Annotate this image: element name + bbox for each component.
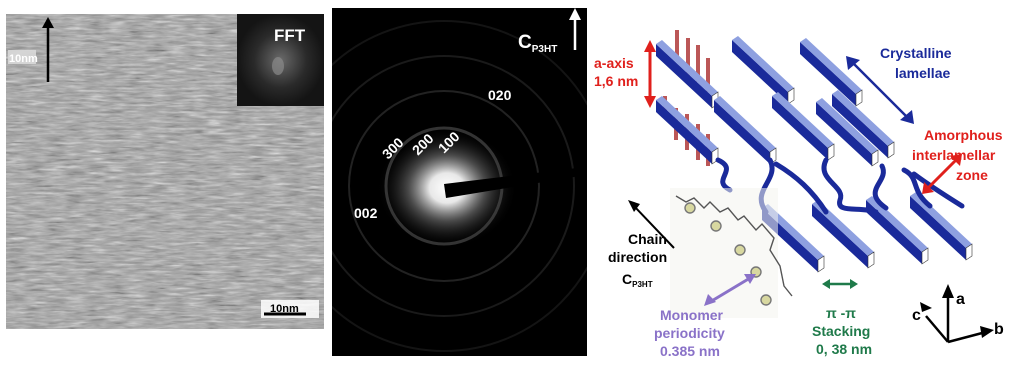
pi-label-2: Stacking [812, 323, 870, 339]
axis-c-label: c [912, 307, 921, 324]
monomer-label-3: 0.385 nm [660, 343, 720, 359]
scale-bar-top-label: 10nm [9, 53, 38, 65]
tem-micrograph: FFT 10nm 10nm [6, 14, 324, 329]
amorphous-label-1: Amorphous [924, 127, 1003, 143]
axis-b-label: b [994, 321, 1004, 338]
crystal-axes [925, 292, 987, 344]
amorphous-label-2: interlamellar [912, 147, 996, 163]
reflection-002: 002 [354, 205, 378, 221]
pi-label-1: π -π [826, 305, 856, 321]
chain-label-3: CP3HT [622, 271, 653, 289]
monomer-label-2: periodicity [654, 325, 725, 341]
monomer-arrow [709, 276, 751, 304]
crystalline-label-1: Crystalline [880, 45, 952, 61]
pi-label-3: 0, 38 nm [816, 341, 872, 357]
fft-label: FFT [274, 26, 306, 45]
a-axis-value: 1,6 nm [594, 73, 638, 89]
chain-label-2: direction [608, 249, 667, 265]
lamellae-arrow [851, 61, 909, 119]
saed-pattern-panel: CP3HT 020 300 200 100 002 [332, 8, 587, 356]
amorphous-arrow [926, 158, 958, 190]
saed-axis-label: CP3HT [518, 32, 557, 55]
a-axis-label: a-axis [594, 55, 634, 71]
lamellae-schematic-panel: a-axis 1,6 nm Crystalline lamellae Amorp… [590, 0, 1017, 365]
axis-a-label: a [956, 291, 965, 308]
crystalline-label-2: lamellae [895, 65, 950, 81]
chain-label-1: Chain [628, 231, 667, 247]
amorphous-label-3: zone [956, 167, 988, 183]
scale-bar-bottom-label: 10nm [270, 303, 299, 315]
monomer-label-1: Monomer [660, 307, 724, 323]
p3ht-chain-image [670, 188, 793, 318]
reflection-020: 020 [488, 87, 512, 103]
chain-direction-arrow [633, 205, 675, 249]
tem-image-panel: FFT 10nm 10nm [6, 14, 324, 329]
saed-pattern: CP3HT 020 300 200 100 002 [332, 8, 587, 356]
beam-stop [444, 168, 580, 198]
lamellae-schematic: a-axis 1,6 nm Crystalline lamellae Amorp… [594, 30, 1004, 359]
